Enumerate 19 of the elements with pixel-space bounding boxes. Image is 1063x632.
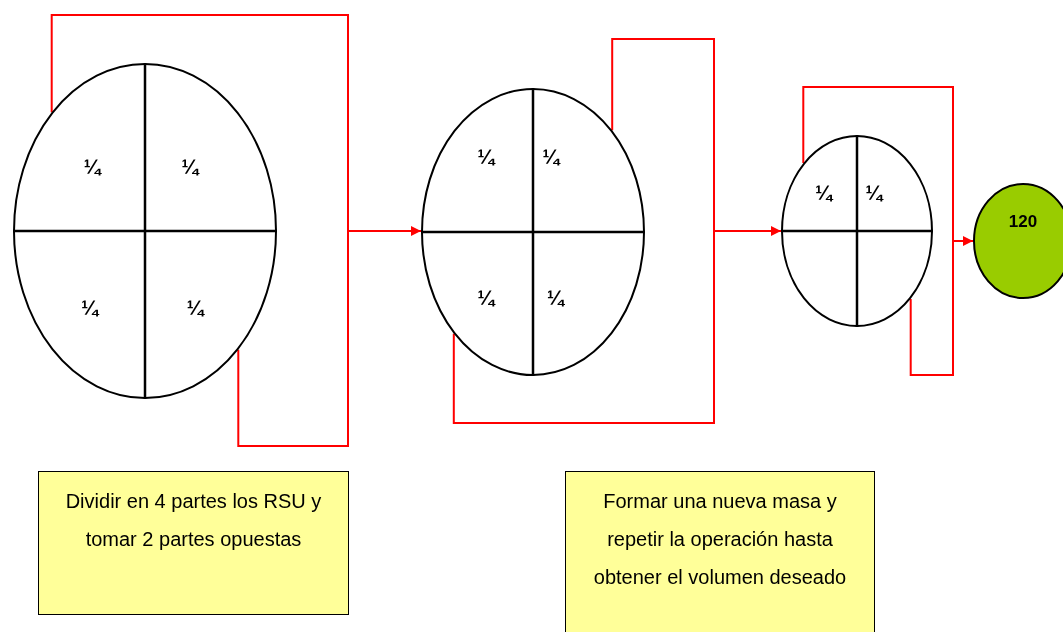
flow-arrow — [50, 14, 422, 447]
value-label: 120 — [1008, 212, 1038, 230]
sample-ellipse — [421, 88, 645, 376]
sample-ellipse — [781, 135, 933, 327]
fraction-label: ¼ — [81, 298, 98, 319]
sample-ellipse — [13, 63, 277, 399]
fraction-label: ¼ — [547, 288, 564, 309]
fraction-label: ¼ — [477, 288, 495, 309]
flow-arrow — [452, 38, 782, 424]
flow-arrow — [802, 86, 974, 376]
note-box: Formar una nueva masa y repetir la operación hasta obtener el volumen deseado — [565, 471, 875, 632]
fraction-label: ¼ — [181, 157, 199, 178]
fraction-label: ¼ — [477, 147, 495, 168]
fraction-label: ¼ — [83, 157, 101, 178]
fraction-label: ¼ — [815, 182, 832, 203]
fraction-label: ¼ — [542, 147, 560, 168]
fraction-label: ¼ — [865, 182, 883, 203]
fraction-label: ¼ — [186, 298, 204, 319]
note-box: Dividir en 4 partes los RSU y tomar 2 partes opuestas — [38, 471, 349, 615]
